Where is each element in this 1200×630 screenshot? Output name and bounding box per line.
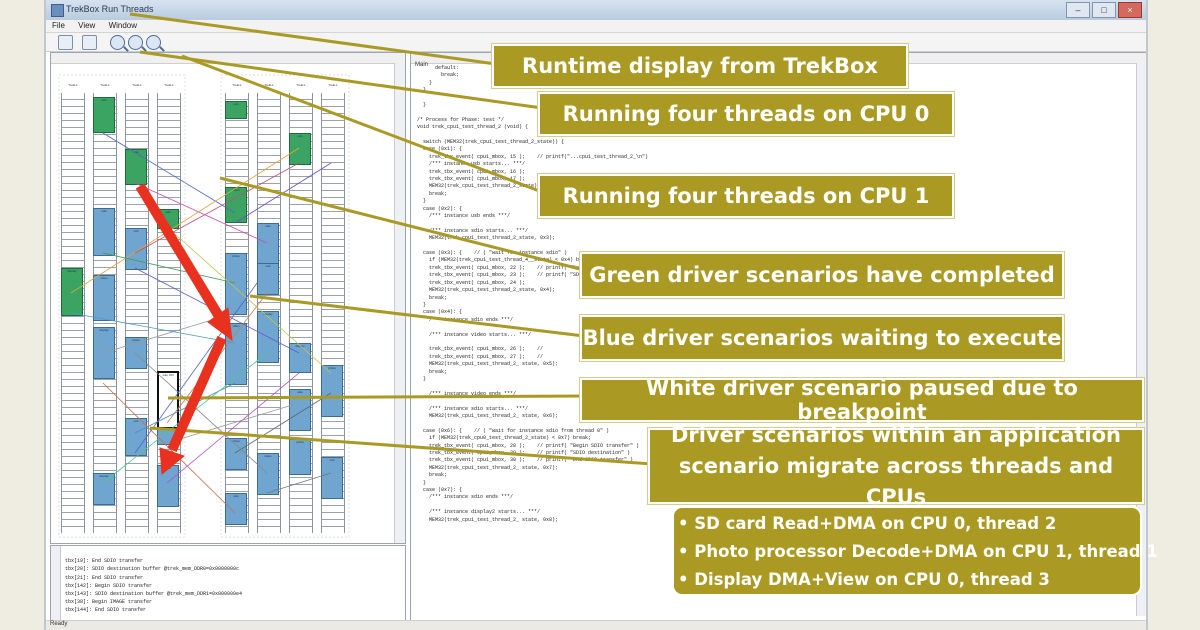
status-bar: Ready <box>46 620 1146 630</box>
code-line: trek_tbx_event( cpu1_mbox, 15 ); // prin… <box>417 153 649 160</box>
scenario-block[interactable]: photo <box>321 365 343 417</box>
callout-cpu0: Running four threads on CPU 0 <box>538 92 954 136</box>
save-icon[interactable] <box>82 35 97 50</box>
code-line: switch (MEM32(trek_cpu1_test_thread_2_st… <box>417 139 565 146</box>
source-scrollbar[interactable] <box>1136 63 1146 616</box>
zoom-icon[interactable] <box>110 35 125 50</box>
menu-file[interactable]: File <box>52 21 65 30</box>
code-line: trek_tbx_event( cpu1_mbox, 27 ); // <box>417 353 544 360</box>
thread-graph-scrollbar[interactable] <box>394 63 405 543</box>
callout-text: Green driver scenarios have completed <box>589 263 1055 287</box>
log-line: tbx[21]: End SDIO transfer <box>65 574 144 581</box>
scenario-block[interactable]: sdio <box>225 493 247 525</box>
log-line: tbx[19]: End SDIO transfer <box>65 558 144 565</box>
thread-label: TrekLL <box>132 83 142 87</box>
code-line: MEM32(trek_cpu1_test_thread_2_ state, 0x… <box>417 464 559 471</box>
code-line: MEM32(trek_cpu1_test_thread_2_state, 0x4… <box>417 287 556 294</box>
menu-window[interactable]: Window <box>108 21 138 30</box>
callout-text: Runtime display from TrekBox <box>522 54 878 78</box>
bullet-item: • Photo processor Decode+DMA on CPU 1, t… <box>678 542 1158 561</box>
code-line <box>417 220 726 227</box>
log-line: tbx[142]: Begin SDIO transfer <box>65 582 153 589</box>
callout-text: Running four threads on CPU 0 <box>562 102 930 126</box>
code-line: break; <box>417 472 448 479</box>
code-line: } <box>417 301 427 308</box>
scenario-block[interactable]: usb <box>93 97 115 133</box>
code-line: /*** instance sdio starts... ***/ <box>417 227 529 234</box>
menu-bar: File View Window <box>46 20 1146 33</box>
code-line <box>417 243 726 250</box>
callout-migration: Driver scenarios within an application s… <box>648 423 1144 509</box>
thread-label: TrekLL <box>68 83 78 87</box>
scenario-block[interactable]: video <box>93 275 115 321</box>
scenario-links <box>58 74 350 538</box>
callout-text: Blue driver scenarios waiting to execute <box>582 326 1062 350</box>
code-line: } <box>417 375 427 382</box>
callout-text: White driver scenario paused due to brea… <box>646 376 1078 424</box>
zoom-in-icon[interactable] <box>128 35 143 50</box>
zoom-out-icon[interactable] <box>146 35 161 50</box>
callout-blue-waiting: Blue driver scenarios waiting to execute <box>580 315 1064 361</box>
code-line: trek_tbx_event( cpu1_mbox, 26 ); // <box>417 346 544 353</box>
callout-runtime-display: Runtime display from TrekBox <box>492 44 908 88</box>
close-button[interactable]: × <box>1118 2 1142 18</box>
menu-view[interactable]: View <box>78 21 96 30</box>
callout-white-paused: White driver scenario paused due to brea… <box>580 376 1144 424</box>
log-line: tbx[144]: End SDIO transfer <box>65 607 147 614</box>
title-bar: TrekBox Run Threads – □ × <box>46 0 1146 21</box>
bullet-item: • Display DMA+View on CPU 0, thread 3 <box>678 570 1050 589</box>
code-line: } <box>417 479 427 486</box>
code-line: MEM32(trek_cpu1_test_thread_2_ state, 0x… <box>417 516 559 523</box>
bullet-item: • SD card Read+DMA on CPU 0, thread 2 <box>678 514 1057 533</box>
thread-label: TrekLL <box>100 83 110 87</box>
status-text: Ready <box>50 621 68 627</box>
log-window-tab[interactable] <box>51 546 61 621</box>
log-line: tbx[20]: SDIO destination buffer @trek_m… <box>65 566 240 573</box>
maximize-button[interactable]: □ <box>1092 2 1116 18</box>
scenario-block[interactable]: display <box>93 473 115 505</box>
window-controls: – □ × <box>1066 2 1142 18</box>
code-line: break; <box>417 368 448 375</box>
code-line: /*** instance video ends ***/ <box>417 390 517 397</box>
code-line: case (0x1): { <box>417 146 463 153</box>
code-line: trek_tbx_event( cpu1_mbox, 24 ); <box>417 279 526 286</box>
code-line: /*** instance display2 starts... ***/ <box>417 509 541 516</box>
callout-text: Running four threads on CPU 1 <box>562 184 930 208</box>
code-line: /*** instance sdio ends ***/ <box>417 494 514 501</box>
callout-cpu1: Running four threads on CPU 1 <box>538 174 954 218</box>
run-icon[interactable] <box>58 35 73 50</box>
log-line: tbx[38]: Begin IMAGE transfer <box>65 599 153 606</box>
callout-green-completed: Green driver scenarios have completed <box>580 252 1064 298</box>
callout-text: Driver scenarios within an application <box>670 422 1122 447</box>
log-line: tbx[143]: SDIO destination buffer @trek_… <box>65 591 243 598</box>
code-line: MEM32(trek_cpu1_test_thread_2_state, 0x3… <box>417 235 556 242</box>
code-line: /*** instance usb starts... ***/ <box>417 161 526 168</box>
minimize-button[interactable]: – <box>1066 2 1090 18</box>
scenario-block[interactable]: sdio <box>93 208 115 256</box>
code-line: MEM32(trek_cpu1_test_thread_2_ state, 0x… <box>417 361 559 368</box>
callout-text: scenario migrate across threads and CPUs <box>678 453 1114 509</box>
app-icon <box>51 4 64 17</box>
thread-graph-pane[interactable]: TrekLL TrekLL TrekLL TrekLL TrekLL TrekL… <box>50 52 406 544</box>
window-title: TrekBox Run Threads <box>66 4 154 14</box>
code-line: case (0x7): { <box>417 487 463 493</box>
scenario-bullet-list: • SD card Read+DMA on CPU 0, thread 2 • … <box>672 506 1158 596</box>
code-line: /*** instance sdio starts... ***/ <box>417 405 529 412</box>
code-line: MEM32(trek_cpu1_test_thread_2_ state, 0x… <box>417 412 559 419</box>
